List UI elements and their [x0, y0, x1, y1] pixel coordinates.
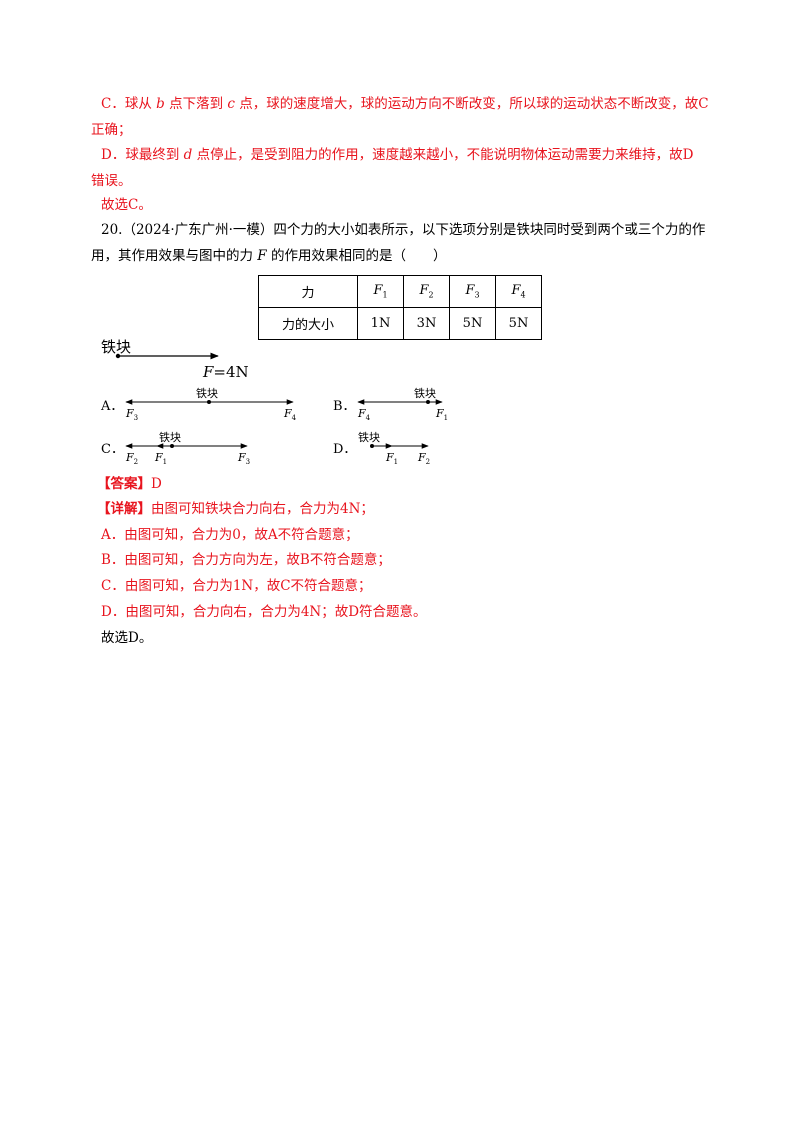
- force-symbol: F: [373, 283, 383, 299]
- force-label: F3: [237, 451, 250, 466]
- explanation-c: C．由图可知，合力为1N，故C不符合题意；: [101, 578, 372, 594]
- force-subscript: 1: [382, 290, 388, 300]
- solution-c-text: 点，球的速度增大，球的运动方向不断改变，所以球的运动状态不断改变，故C: [239, 96, 709, 112]
- force-subscript: 1: [394, 458, 398, 466]
- explanation-intro: 【详解】由图可知铁块合力向右，合力为4N；: [97, 499, 374, 519]
- force-label: F2: [125, 451, 138, 466]
- force-subscript: 2: [426, 458, 430, 466]
- table-force-value: 5N: [495, 307, 542, 340]
- force-symbol: F: [125, 451, 134, 464]
- force-label: F4: [357, 407, 371, 422]
- option-letter: D．: [333, 442, 356, 457]
- solution-d-text: D．球最终到: [101, 147, 180, 163]
- explanation-b: B．由图可知，合力方向为左，故B不符合题意；: [101, 552, 391, 568]
- option-letter: B．: [333, 399, 356, 414]
- option-b-figure: B． 铁块 F4 F1: [333, 387, 448, 422]
- force-symbol: F: [385, 451, 394, 464]
- force-symbol: F: [417, 451, 426, 464]
- solution-d-text: 点停止，是受到阻力的作用，速度越来越小，不能说明物体运动需要力来维持，故D: [196, 147, 694, 163]
- force-subscript: 4: [520, 290, 526, 300]
- table-row: 力的大小 1N 3N 5N 5N: [258, 307, 542, 340]
- main-force-figure: 铁块 F=4N: [101, 338, 249, 381]
- option-letter: A．: [100, 399, 123, 414]
- explanation-d: D．由图可知，合力向右，合力为4N；故D符合题意。: [101, 604, 427, 620]
- table-force-value: 3N: [403, 307, 450, 340]
- option-a-figure: A． 铁块 F3 F4: [100, 387, 297, 422]
- solution-d-line1: D．球最终到 d 点停止，是受到阻力的作用，速度越来越小，不能说明物体运动需要力…: [101, 145, 693, 165]
- force-label: F3: [125, 407, 138, 422]
- answer-line: 【答案】D: [97, 474, 162, 494]
- question-line2: 用，其作用效果与图中的力 F 的作用效果相同的是（ ）: [91, 246, 446, 266]
- table-force-value: 1N: [357, 307, 404, 340]
- block-label: 铁块: [358, 431, 380, 444]
- force-symbol: F: [154, 451, 163, 464]
- force-symbol: F: [419, 283, 429, 299]
- block-point: [207, 400, 211, 404]
- force-symbol: F: [283, 407, 292, 420]
- table-row-label: 力的大小: [258, 307, 358, 340]
- force-subscript: 4: [292, 414, 297, 422]
- explanation-text: 由图可知铁块合力向右，合力为4N；: [151, 501, 374, 517]
- explanation-a: A．由图可知，合力为0，故A不符合题意；: [101, 527, 359, 543]
- force-label: F1: [435, 407, 448, 422]
- force-symbol: F: [465, 283, 475, 299]
- solution-choose: 故选C。: [101, 197, 152, 213]
- force-value: =4N: [213, 363, 248, 381]
- var-d: d: [183, 147, 193, 163]
- force-label: F2: [417, 451, 430, 466]
- main-force-label: F=4N: [202, 363, 249, 381]
- solution-c-text: 点下落到: [169, 96, 224, 112]
- solution-c-line1: C．球从 b 点下落到 c 点，球的速度增大，球的运动方向不断改变，所以球的运动…: [101, 94, 709, 114]
- var-b: b: [156, 96, 165, 112]
- force-symbol: F: [435, 407, 444, 420]
- force-subscript: 2: [428, 290, 434, 300]
- block-label: 铁块: [414, 387, 436, 400]
- force-subscript: 3: [474, 290, 480, 300]
- force-subscript: 1: [163, 458, 167, 466]
- force-subscript: 2: [134, 458, 138, 466]
- question-text: 的作用效果相同的是（ ）: [270, 248, 447, 264]
- explanation-tag: 【详解】: [97, 501, 151, 517]
- explanation-choose: 故选D。: [101, 630, 153, 646]
- question-text: 用，其作用效果与图中的力: [91, 248, 253, 264]
- question-line1: 20.（2024·广东广州·一模）四个力的大小如表所示，以下选项分别是铁块同时受…: [101, 222, 706, 238]
- table-force-name: F2: [403, 275, 450, 308]
- table-force-name: F4: [495, 275, 542, 308]
- force-symbol: F: [237, 451, 246, 464]
- var-c: c: [227, 96, 235, 112]
- force-symbol: F: [357, 407, 366, 420]
- force-label: F1: [385, 451, 398, 466]
- force-subscript: 1: [444, 414, 448, 422]
- force-symbol: F: [125, 407, 134, 420]
- force-label: F1: [154, 451, 167, 466]
- main-block-label: 铁块: [101, 338, 131, 356]
- force-subscript: 4: [366, 414, 371, 422]
- table-row: 力 F1 F2 F3 F4: [258, 275, 542, 308]
- forces-table: 力 F1 F2 F3 F4 力的大小 1N 3N 5N 5N: [258, 275, 542, 340]
- var-F: F: [257, 248, 267, 264]
- solution-c-text: C．球从: [101, 96, 152, 112]
- option-d-figure: D． 铁块 F1 F2: [333, 431, 430, 466]
- force-diagrams: 铁块 F=4N A． 铁块 F3 F4 B． 铁块 F4 F1 C． 铁块 F2…: [100, 338, 448, 466]
- force-label: F4: [283, 407, 297, 422]
- option-letter: C．: [101, 442, 124, 457]
- force-subscript: 3: [134, 414, 138, 422]
- block-point: [370, 444, 374, 448]
- block-point: [426, 400, 430, 404]
- solution-d-line2: 错误。: [91, 173, 132, 189]
- block-label: 铁块: [196, 387, 218, 400]
- force-symbol: F: [511, 283, 521, 299]
- block-label: 铁块: [159, 431, 181, 444]
- answer-value: D: [151, 476, 162, 492]
- option-c-figure: C． 铁块 F2 F1 F3: [101, 431, 250, 466]
- table-force-name: F3: [449, 275, 496, 308]
- block-point: [170, 444, 174, 448]
- solution-c-line2: 正确；: [91, 122, 132, 138]
- force-symbol: F: [202, 363, 214, 381]
- answer-tag: 【答案】: [97, 476, 151, 492]
- force-subscript: 3: [246, 458, 250, 466]
